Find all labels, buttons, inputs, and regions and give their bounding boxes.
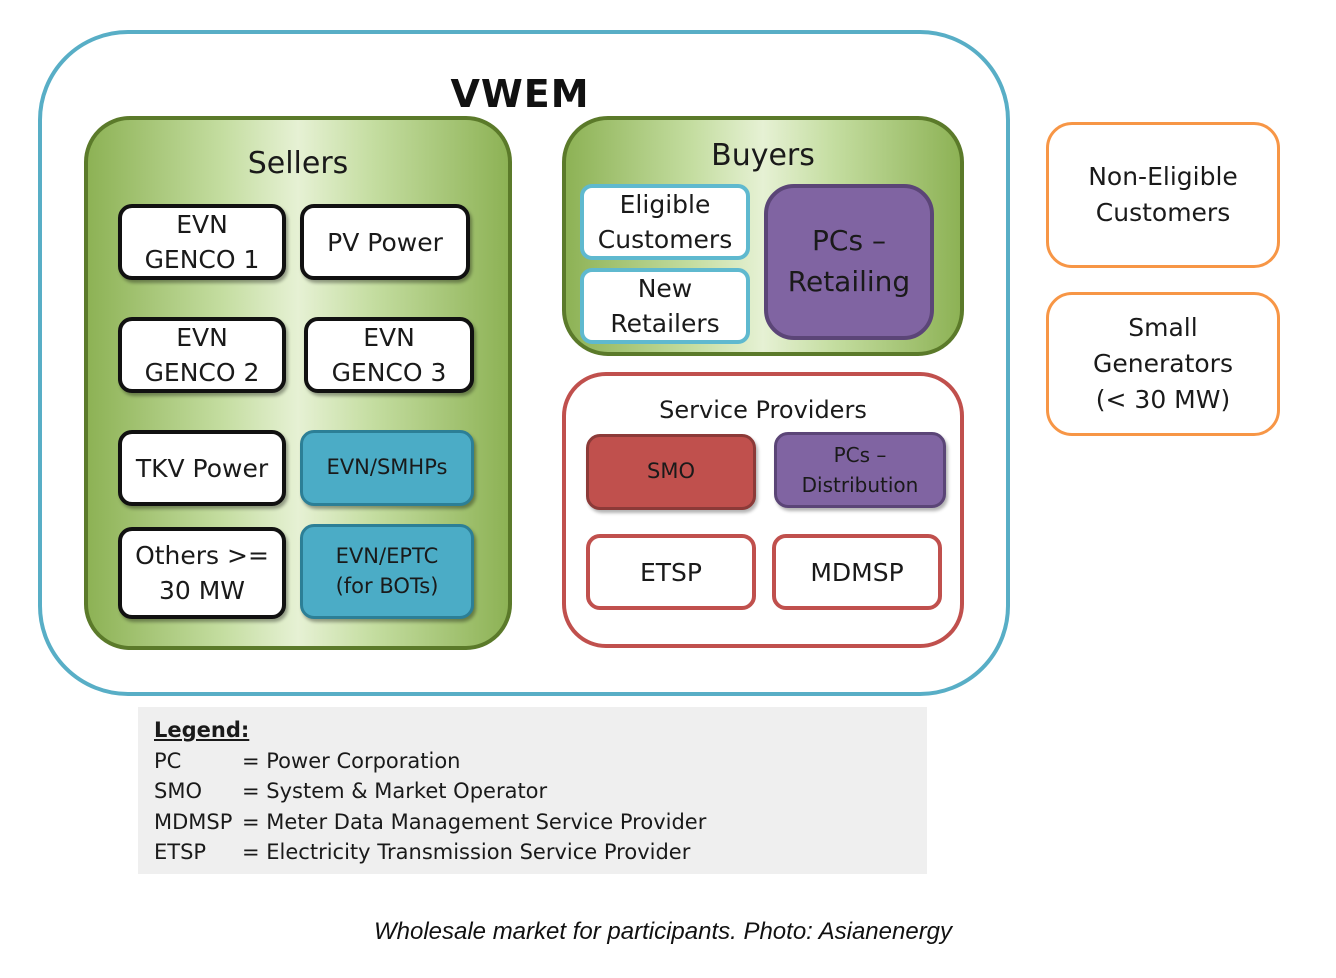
provider-mdmsp: MDMSP bbox=[772, 534, 942, 610]
small-generators: Small Generators (< 30 MW) bbox=[1046, 292, 1280, 436]
legend-definition: = Power Corporation bbox=[242, 748, 461, 773]
seller-evn-smhps: EVN/SMHPs bbox=[300, 430, 474, 506]
legend-definition: = Meter Data Management Service Provider bbox=[242, 809, 707, 834]
seller-evn-genco-1: EVN GENCO 1 bbox=[118, 204, 286, 280]
buyers-title: Buyers bbox=[711, 138, 815, 173]
legend-abbr: ETSP bbox=[154, 840, 207, 864]
buyer-new-retailers: New Retailers bbox=[580, 268, 750, 344]
provider-etsp: ETSP bbox=[586, 534, 756, 610]
legend-definition: = Electricity Transmission Service Provi… bbox=[242, 840, 691, 864]
legend-row: MDMSP = Meter Data Management Service Pr… bbox=[154, 807, 911, 838]
sellers-title: Sellers bbox=[247, 146, 349, 181]
provider-smo: SMO bbox=[586, 434, 756, 510]
buyer-pcs-retailing: PCs – Retailing bbox=[764, 184, 934, 340]
seller-evn-genco-3: EVN GENCO 3 bbox=[304, 317, 474, 393]
service-providers-title: Service Providers bbox=[659, 396, 867, 424]
seller-others: Others >= 30 MW bbox=[118, 527, 286, 619]
seller-tkv-power: TKV Power bbox=[118, 430, 286, 506]
caption: Wholesale market for participants. Photo… bbox=[373, 918, 953, 945]
vwem-title: VWEM bbox=[450, 72, 590, 116]
provider-pcs-distribution: PCs – Distribution bbox=[774, 432, 946, 508]
legend-abbr: MDMSP bbox=[154, 809, 233, 834]
legend: Legend: PC = Power Corporation SMO = Sys… bbox=[138, 707, 927, 874]
legend-row: PC = Power Corporation bbox=[154, 746, 911, 777]
legend-title: Legend: bbox=[154, 718, 250, 742]
buyer-eligible-customers: Eligible Customers bbox=[580, 184, 750, 260]
legend-definition: = System & Market Operator bbox=[242, 779, 548, 803]
legend-row: ETSP = Electricity Transmission Service … bbox=[154, 837, 911, 868]
seller-evn-genco-2: EVN GENCO 2 bbox=[118, 317, 286, 393]
non-eligible-customers: Non-Eligible Customers bbox=[1046, 122, 1280, 268]
legend-abbr: PC bbox=[154, 748, 182, 773]
legend-row: SMO = System & Market Operator bbox=[154, 776, 911, 807]
legend-abbr: SMO bbox=[154, 779, 202, 803]
seller-pv-power: PV Power bbox=[300, 204, 470, 280]
seller-evn-eptc: EVN/EPTC (for BOTs) bbox=[300, 524, 474, 619]
